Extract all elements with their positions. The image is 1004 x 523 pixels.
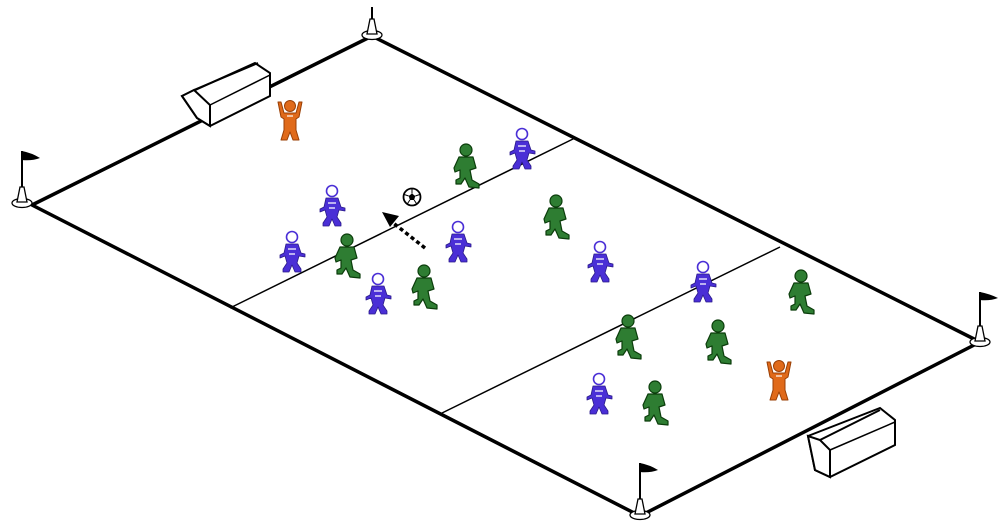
soccer-ball-icon [404,189,421,206]
corner-right-flag-icon [970,292,998,347]
corner-left-flag-icon [12,151,40,208]
corner-top-flag-icon [362,7,382,40]
